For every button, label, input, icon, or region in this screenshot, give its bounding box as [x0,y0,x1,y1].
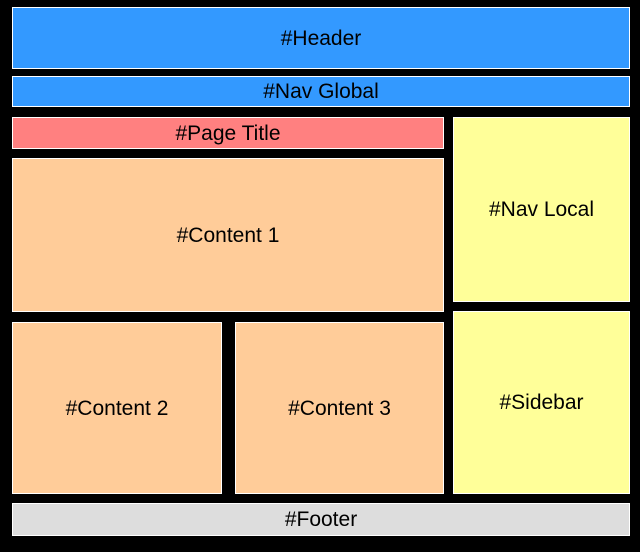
nav-local-block: #Nav Local [453,117,630,302]
content-2-block: #Content 2 [12,322,222,494]
sidebar-label: #Sidebar [499,391,584,414]
content-3-block: #Content 3 [235,322,444,494]
page-title-block: #Page Title [12,117,444,149]
page-title-label: #Page Title [175,121,281,145]
content-1-label: #Content 1 [176,223,280,247]
sidebar-block: #Sidebar [453,311,630,494]
footer-label: #Footer [284,508,358,531]
header-label: #Header [280,26,362,50]
content-1-block: #Content 1 [12,158,444,312]
content-2-label: #Content 2 [65,396,169,420]
nav-global-block: #Nav Global [12,76,630,107]
nav-global-label: #Nav Global [263,80,379,103]
content-3-label: #Content 3 [288,396,391,420]
nav-local-label: #Nav Local [488,198,595,221]
footer-block: #Footer [12,503,630,536]
header-block: #Header [12,7,630,69]
